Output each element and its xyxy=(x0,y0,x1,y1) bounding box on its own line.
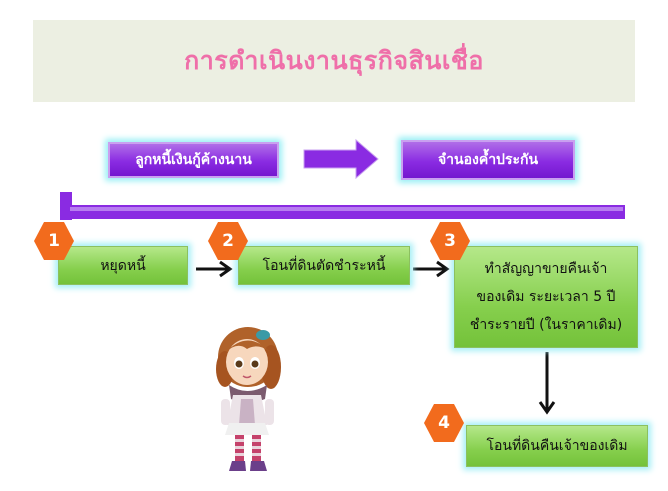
doll-illustration xyxy=(216,327,281,471)
arrow-step2-to-step3 xyxy=(413,260,450,278)
step-3-line-1: ทำสัญญาขายคืนเจ้า xyxy=(484,261,608,277)
debtor-box: ลูกหนี้เงินกู้ค้างนาน xyxy=(108,142,279,178)
step-3-line-2: ของเดิม ระยะเวลา 5 ปี xyxy=(476,289,616,305)
step-2-badge: 2 xyxy=(208,222,248,260)
diagram-title: การดำเนินงานธุรกิจสินเชื่อ xyxy=(184,46,484,75)
mortgage-box: จำนองค้ำประกัน xyxy=(401,140,575,180)
step-2-box: โอนที่ดินตัดชำระหนี้ xyxy=(238,246,410,285)
title-banner: การดำเนินงานธุรกิจสินเชื่อ xyxy=(33,20,635,102)
step-1-box: หยุดหนี้ xyxy=(58,246,188,285)
step-4-box: โอนที่ดินคืนเจ้าของเดิม xyxy=(466,425,648,467)
step-3-line-3: ชำระรายปี (ในราคาเดิม) xyxy=(469,317,623,333)
arrow-step3-to-step4 xyxy=(538,352,556,415)
step-3-box: ทำสัญญาขายคืนเจ้า ของเดิม ระยะเวลา 5 ปี … xyxy=(454,246,638,348)
purple-block-arrow xyxy=(303,138,379,180)
arrow-step1-to-step2 xyxy=(196,260,233,278)
